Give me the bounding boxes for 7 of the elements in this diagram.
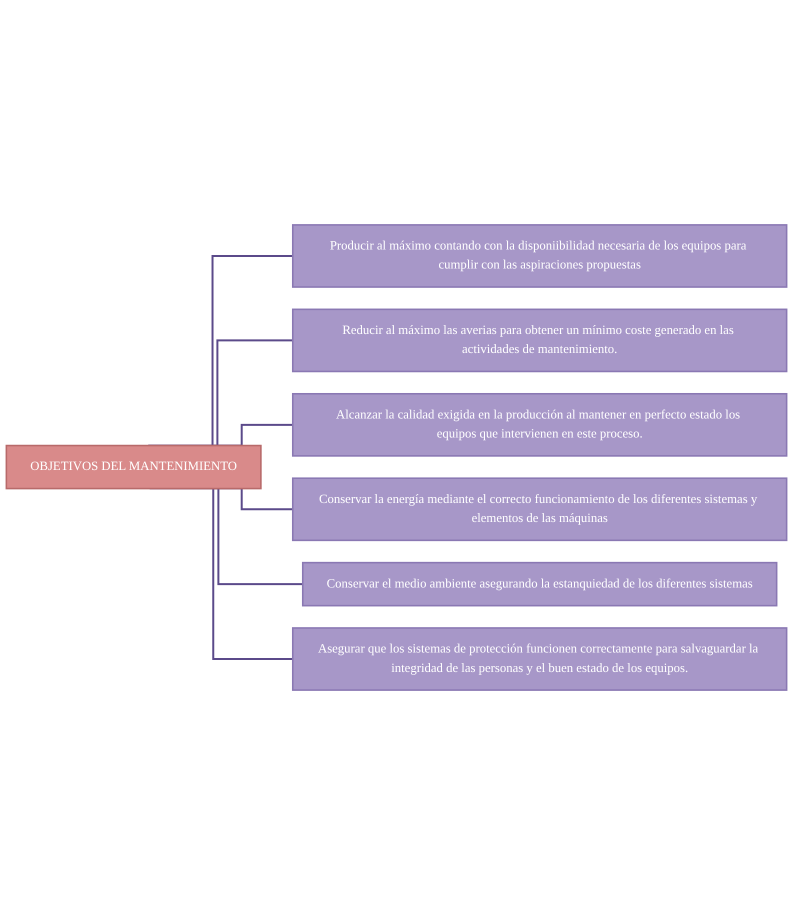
node-box: Conservar el medio ambiente asegurando la estanquiedad de los diferentes sistemas bbox=[302, 562, 778, 606]
node-box: Reducir al máximo las averias para obtener un mínimo coste generado en las actividades de mantenimiento. bbox=[292, 308, 788, 372]
node-box: Asegurar que los sistemas de protección funcionen correctamente para salvaguardar la integridad de las personas y el buen estado de los equipos. bbox=[292, 627, 788, 691]
node-box: OBJETIVOS DEL MANTENIMIENTO bbox=[6, 444, 262, 490]
node-box: Conservar la energía mediante el correcto funcionamiento de los diferentes sistemas y elementos de las máquinas bbox=[292, 477, 788, 542]
node-box: Producir al máximo contando con la disponiibilidad necesaria de los equipos para cumplir con las aspiraciones propuestas bbox=[292, 224, 788, 288]
node-box: Alcanzar la calidad exigida en la producción al mantener en perfecto estado los equipos que intervienen en este proceso. bbox=[292, 392, 788, 457]
